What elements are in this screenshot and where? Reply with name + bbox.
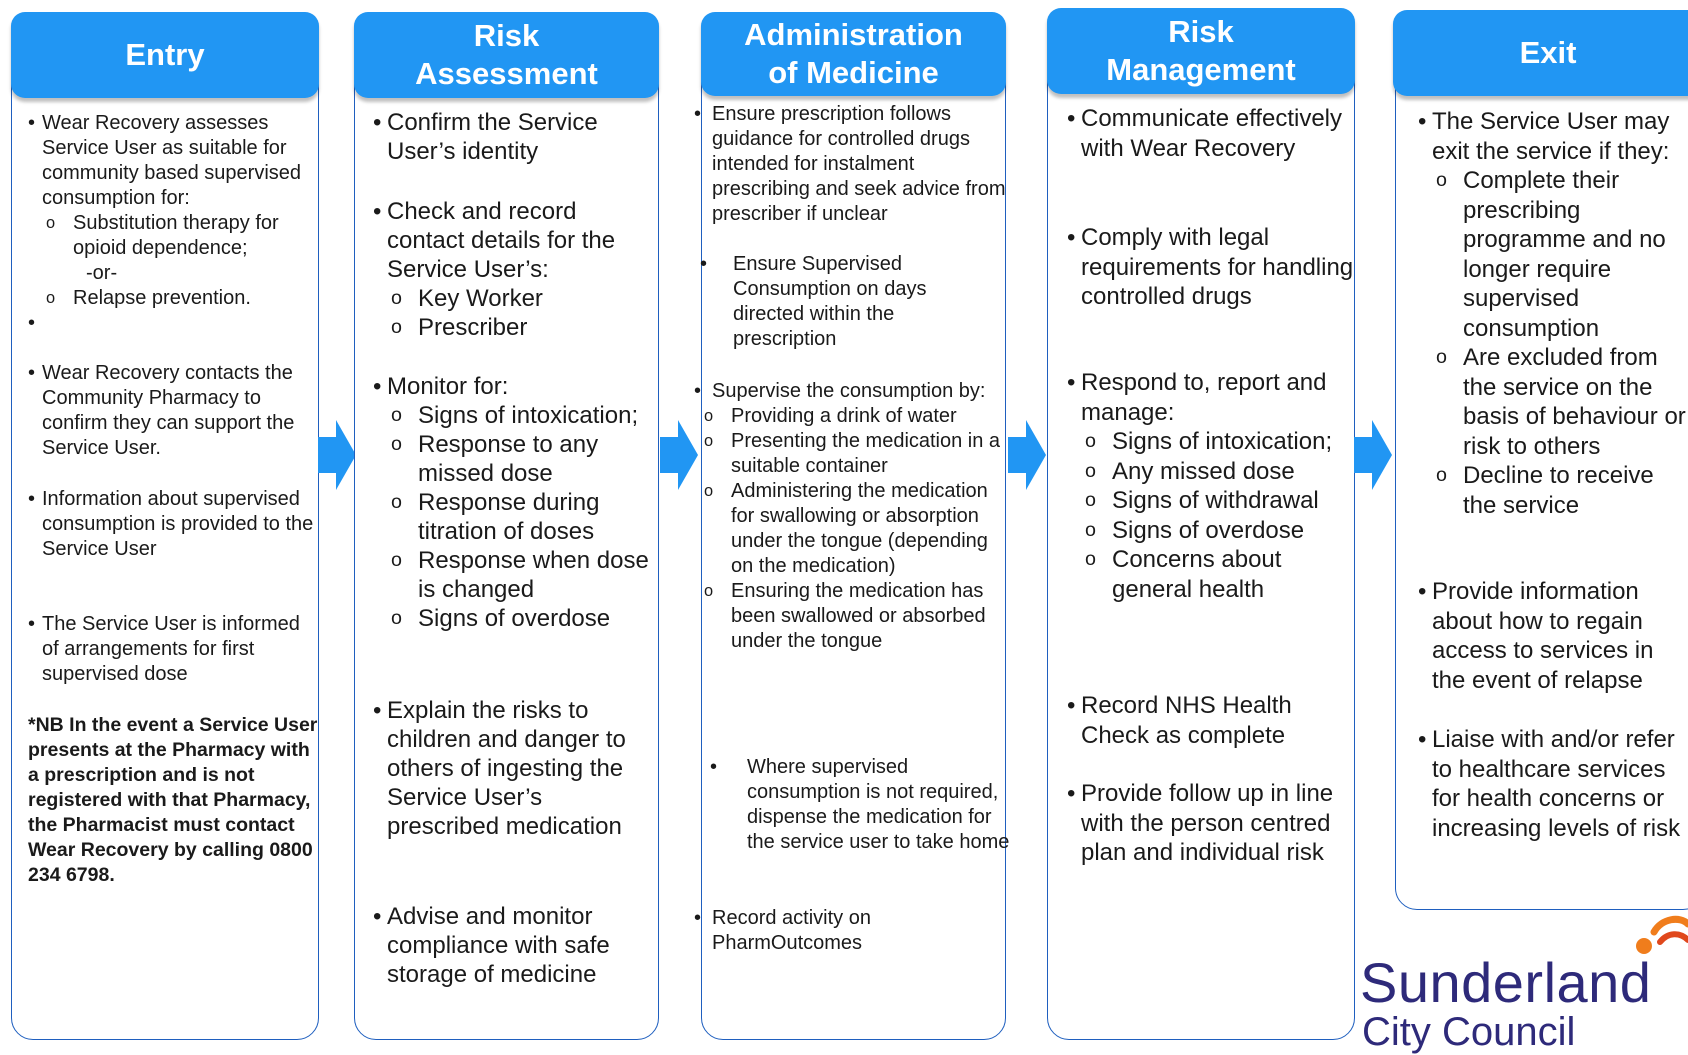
list-item: Ensure Supervised Consumption on days di… [700, 252, 980, 352]
list-item: Explain the risks to children and danger… [373, 696, 658, 841]
header-exit: Exit [1393, 10, 1688, 96]
logo-swirl-icon [1636, 915, 1688, 954]
risk-management-body-5: Provide follow up in line with the perso… [1067, 779, 1354, 868]
risk-assessment-body-5: Advise and monitor compliance with safe … [373, 902, 658, 989]
risk-management-body-2: Comply with legal requirements for handl… [1067, 223, 1354, 312]
logo-name: Sunderland [1360, 951, 1652, 1014]
sub-item: Relapse prevention. [42, 286, 318, 311]
risk-assessment-body-1: Confirm the Service User’s identity [373, 108, 658, 166]
header-administration: Administration of Medicine [701, 12, 1006, 96]
sub-item: Prescriber [387, 313, 658, 342]
entry-body: Wear Recovery assesses Service User as s… [28, 111, 318, 336]
list-item: Wear Recovery assesses Service User as s… [28, 111, 318, 311]
item-text: Supervise the consumption by: [712, 380, 986, 402]
list-item: Provide follow up in line with the perso… [1067, 779, 1354, 868]
sub-item: Concerns about general health [1081, 545, 1354, 604]
sub-item: Signs of intoxication; [1081, 427, 1354, 457]
logo-subtitle: City Council [1362, 1010, 1576, 1054]
risk-management-body-1: Communicate effectively with Wear Recove… [1067, 104, 1354, 163]
list-item: Record activity on PharmOutcomes [694, 906, 1000, 956]
or-text: -or- [86, 262, 118, 284]
entry-body-4: The Service User is informed of arrangem… [28, 612, 318, 687]
list-item: Where supervised consumption is not requ… [710, 755, 1010, 855]
sub-item: Complete their prescribing programme and… [1432, 166, 1686, 343]
exit-body-3: Liaise with and/or refer to healthcare s… [1418, 725, 1686, 843]
risk-assessment-body-3: Monitor for: Signs of intoxication; Resp… [373, 372, 658, 633]
list-item: Monitor for: Signs of intoxication; Resp… [373, 372, 658, 633]
item-text: Check and record contact details for the… [387, 198, 616, 283]
sub-item: Are excluded from the service on the bas… [1432, 343, 1686, 461]
list-item: Liaise with and/or refer to healthcare s… [1418, 725, 1686, 843]
sub-item: Any missed dose [1081, 457, 1354, 487]
header-risk-assessment: Risk Assessment [354, 12, 659, 98]
sub-item: Administering the medication for swallow… [700, 479, 1010, 579]
entry-note: *NB In the event a Service User presents… [28, 714, 318, 886]
arrow-right-icon [1354, 420, 1392, 490]
sub-item: Signs of overdose [1081, 516, 1354, 546]
item-text: Respond to, report and manage: [1081, 369, 1327, 426]
list-item: Record NHS Health Check as complete [1067, 691, 1354, 750]
arrow-right-icon [318, 420, 356, 490]
risk-assessment-body-2: Check and record contact details for the… [373, 197, 658, 342]
arrow-right-icon [1008, 420, 1046, 490]
sub-item: Presenting the medication in a suitable … [700, 429, 1010, 479]
sub-item: Response during titration of doses [387, 488, 658, 546]
sub-item: Signs of intoxication; [387, 401, 658, 430]
item-text: The Service User may exit the service if… [1432, 108, 1670, 165]
entry-body-2: Wear Recovery contacts the Community Pha… [28, 361, 318, 461]
sub-item: Response to any missed dose [387, 430, 658, 488]
administration-body-3: Supervise the consumption by: Providing … [694, 379, 1010, 654]
sub-item: Decline to receive the service [1432, 461, 1686, 520]
administration-body-4: Where supervised consumption is not requ… [710, 755, 1010, 855]
list-item: Confirm the Service User’s identity [373, 108, 658, 166]
list-item: Comply with legal requirements for handl… [1067, 223, 1354, 312]
header-risk-management: Risk Management [1047, 8, 1355, 94]
list-item: The Service User may exit the service if… [1418, 107, 1686, 520]
risk-assessment-body-4: Explain the risks to children and danger… [373, 696, 658, 841]
sub-item: Ensuring the medication has been swallow… [700, 579, 1010, 654]
list-item: Provide information about how to regain … [1418, 577, 1686, 695]
sub-item: Response when dose is changed [387, 546, 658, 604]
item-text: Monitor for: [387, 373, 509, 400]
administration-body-5: Record activity on PharmOutcomes [694, 906, 1000, 956]
sub-item: Signs of withdrawal [1081, 486, 1354, 516]
administration-body-2: Ensure Supervised Consumption on days di… [700, 252, 980, 352]
sub-item: Substitution therapy for opioid dependen… [42, 211, 318, 261]
entry-body-3: Information about supervised consumption… [28, 487, 318, 562]
list-item: The Service User is informed of arrangem… [28, 612, 318, 687]
exit-body-1: The Service User may exit the service if… [1418, 107, 1686, 520]
risk-management-body-3: Respond to, report and manage: Signs of … [1067, 368, 1354, 604]
sub-item: Key Worker [387, 284, 658, 313]
list-item: Information about supervised consumption… [28, 487, 318, 562]
sub-item: Providing a drink of water [700, 404, 1010, 429]
risk-management-body-4: Record NHS Health Check as complete [1067, 691, 1354, 750]
sub-item: Signs of overdose [387, 604, 658, 633]
entry-item-1: Wear Recovery assesses Service User as s… [42, 112, 302, 209]
list-item: Communicate effectively with Wear Recove… [1067, 104, 1354, 163]
list-item: Ensure prescription follows guidance for… [694, 102, 1010, 227]
list-item: Check and record contact details for the… [373, 197, 658, 342]
administration-body-1: Ensure prescription follows guidance for… [694, 102, 1010, 227]
exit-body-2: Provide information about how to regain … [1418, 577, 1686, 695]
list-item: Supervise the consumption by: Providing … [694, 379, 1010, 654]
arrow-right-icon [660, 420, 698, 490]
list-item: Respond to, report and manage: Signs of … [1067, 368, 1354, 604]
header-entry: Entry [11, 12, 319, 98]
spacer [28, 311, 318, 336]
list-item: Wear Recovery contacts the Community Pha… [28, 361, 318, 461]
list-item: Advise and monitor compliance with safe … [373, 902, 658, 989]
